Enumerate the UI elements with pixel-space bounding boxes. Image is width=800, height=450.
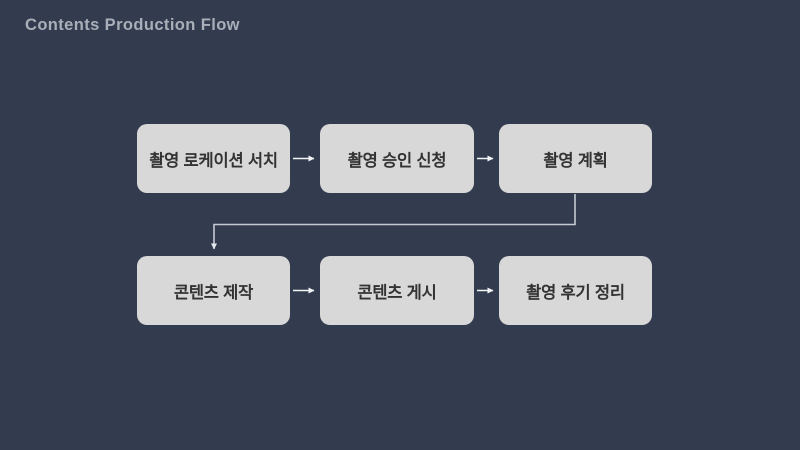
- connector-elbow-node3-node4: [211, 194, 576, 250]
- flow-node-filming-plan: 촬영 계획: [499, 124, 652, 193]
- flow-node-filming-location-search: 촬영 로케이션 서치: [137, 124, 290, 193]
- flow-node-filming-review-wrapup: 촬영 후기 정리: [499, 256, 652, 325]
- flow-node-content-production: 콘텐츠 제작: [137, 256, 290, 325]
- flow-node-content-publishing: 콘텐츠 게시: [320, 256, 474, 325]
- slide-title: Contents Production Flow: [25, 16, 240, 34]
- flow-node-filming-approval-request: 촬영 승인 신청: [320, 124, 474, 193]
